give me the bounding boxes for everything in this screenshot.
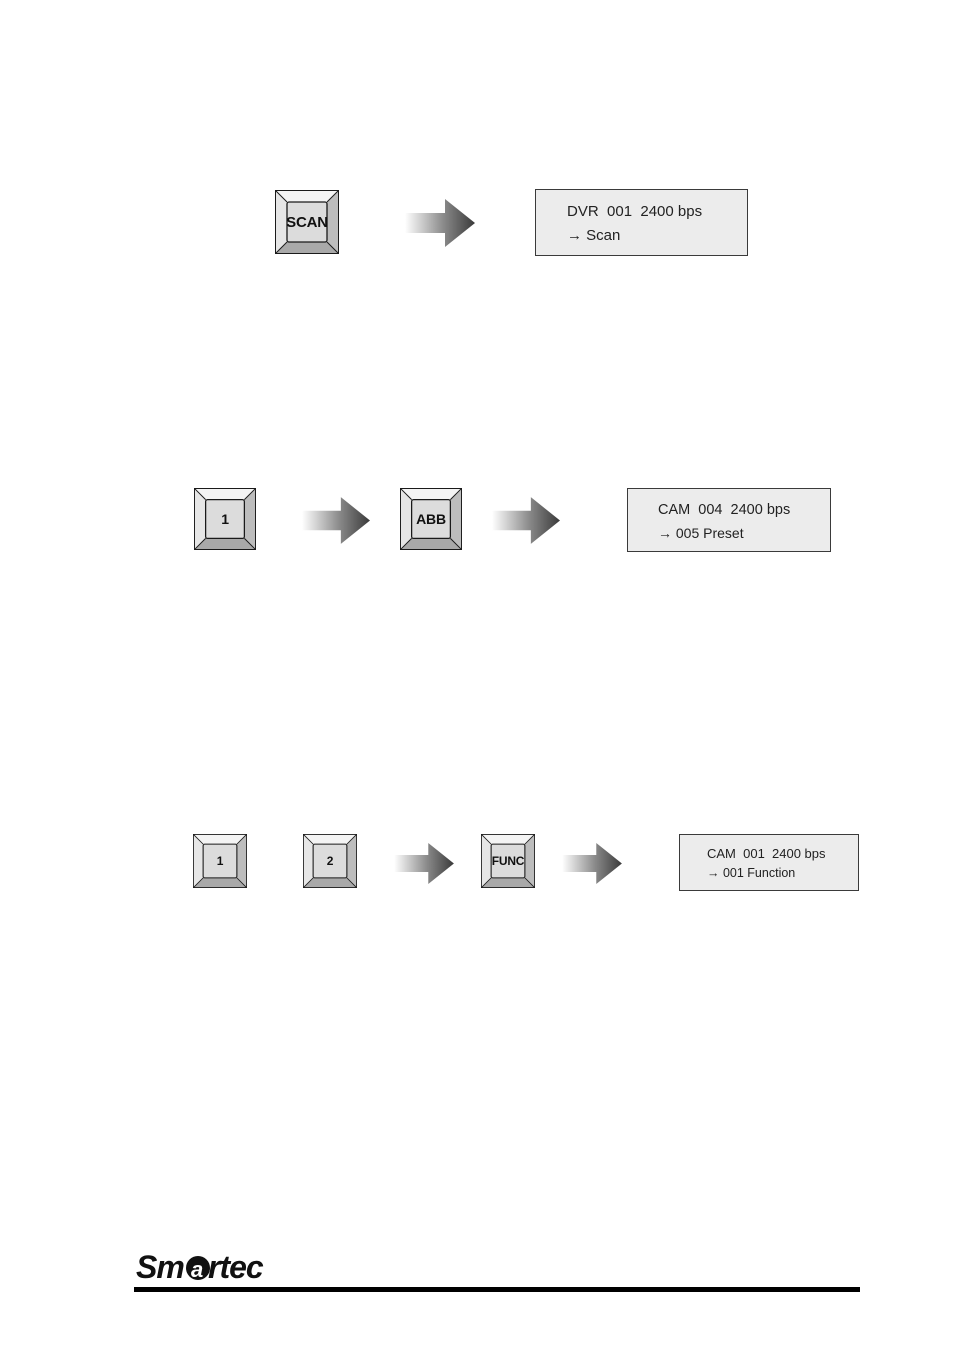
lcd-display: DVR 001 2400 bps → Scan (535, 189, 748, 256)
number-2-key-label: 2 (303, 834, 357, 888)
number-1-key[interactable]: 1 (193, 834, 247, 888)
number-1-key[interactable]: 1 (194, 488, 256, 550)
lcd-display: CAM 004 2400 bps → 005 Preset (627, 488, 831, 552)
lcd-line-1: CAM 001 2400 bps (707, 846, 826, 861)
abb-key[interactable]: ABB (400, 488, 462, 550)
lcd-line-1: DVR 001 2400 bps (567, 203, 702, 220)
abb-key-label: ABB (400, 488, 462, 550)
number-1-key-label: 1 (193, 834, 247, 888)
svg-text:Sm: Sm (136, 1249, 184, 1285)
lcd-display: CAM 001 2400 bps → 001 Function (679, 834, 859, 891)
svg-text:a: a (191, 1257, 203, 1282)
scan-key[interactable]: SCAN (275, 190, 339, 254)
func-key-label: FUNC (481, 834, 535, 888)
lcd-line-2: → 005 Preset (658, 525, 744, 541)
svg-text:rtec: rtec (208, 1249, 264, 1285)
footer-rule (134, 1287, 860, 1292)
arrow-right-icon (405, 199, 475, 247)
func-key[interactable]: FUNC (481, 834, 535, 888)
arrow-right-icon (393, 843, 455, 884)
scan-key-label: SCAN (275, 190, 339, 254)
lcd-line-2: → Scan (567, 227, 620, 244)
arrow-right-icon (302, 497, 370, 544)
number-2-key[interactable]: 2 (303, 834, 357, 888)
arrow-right-icon (492, 497, 560, 544)
smartec-logo: Sm a rtec (134, 1244, 264, 1286)
arrow-right-icon (561, 843, 623, 884)
lcd-line-2: → 001 Function (707, 866, 795, 880)
number-1-key-label: 1 (194, 488, 256, 550)
lcd-line-1: CAM 004 2400 bps (658, 502, 790, 518)
